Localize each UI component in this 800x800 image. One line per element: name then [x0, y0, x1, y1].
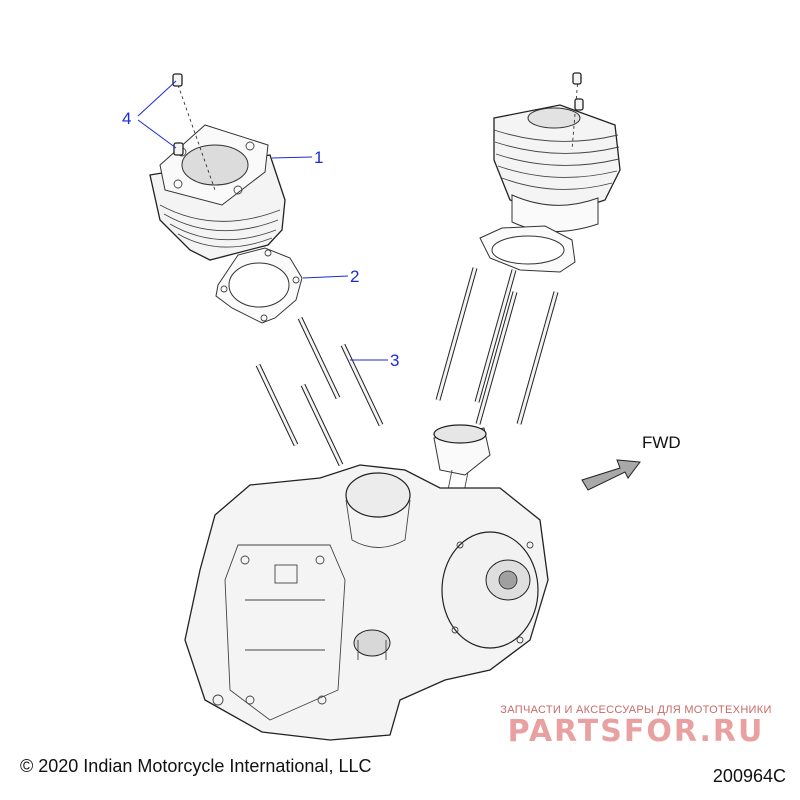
rear-cylinder-gasket[interactable]	[479, 225, 576, 273]
crankcase[interactable]	[184, 464, 549, 741]
callout-2-label[interactable]: 2	[350, 267, 359, 286]
cylinder-studs-rear[interactable]	[435, 267, 559, 425]
callout-1[interactable]: 1	[271, 148, 323, 167]
front-cylinder-gasket[interactable]	[215, 247, 303, 324]
callout-4[interactable]: 4	[122, 80, 177, 149]
callout-2[interactable]: 2	[302, 267, 359, 286]
watermark: ЗАПЧАСТИ И АКСЕССУАРЫ ДЛЯ МОТОТЕХНИКИ pa…	[488, 704, 784, 748]
callout-1-label[interactable]: 1	[314, 148, 323, 167]
callout-4-label[interactable]: 4	[122, 109, 131, 128]
cylinder-stud-fastener[interactable]	[172, 73, 184, 156]
copyright-text: © 2020 Indian Motorcycle International, …	[20, 756, 372, 776]
rear-cylinder[interactable]	[493, 104, 621, 232]
front-cylinder[interactable]	[149, 124, 286, 261]
rear-piston[interactable]	[433, 424, 491, 508]
diagram-id: 200964C	[712, 766, 786, 786]
rear-cylinder-stud-fastener[interactable]	[572, 72, 584, 111]
callout-3-label[interactable]: 3	[390, 351, 399, 370]
callout-3[interactable]: 3	[350, 351, 399, 370]
forward-direction-arrow	[581, 459, 641, 491]
watermark-logo: partsfor.ru	[507, 714, 765, 749]
watermark-tagline: ЗАПЧАСТИ И АКСЕССУАРЫ ДЛЯ МОТОТЕХНИКИ	[500, 704, 772, 716]
cylinder-studs-front[interactable]	[255, 316, 384, 467]
forward-label: FWD	[642, 433, 681, 452]
